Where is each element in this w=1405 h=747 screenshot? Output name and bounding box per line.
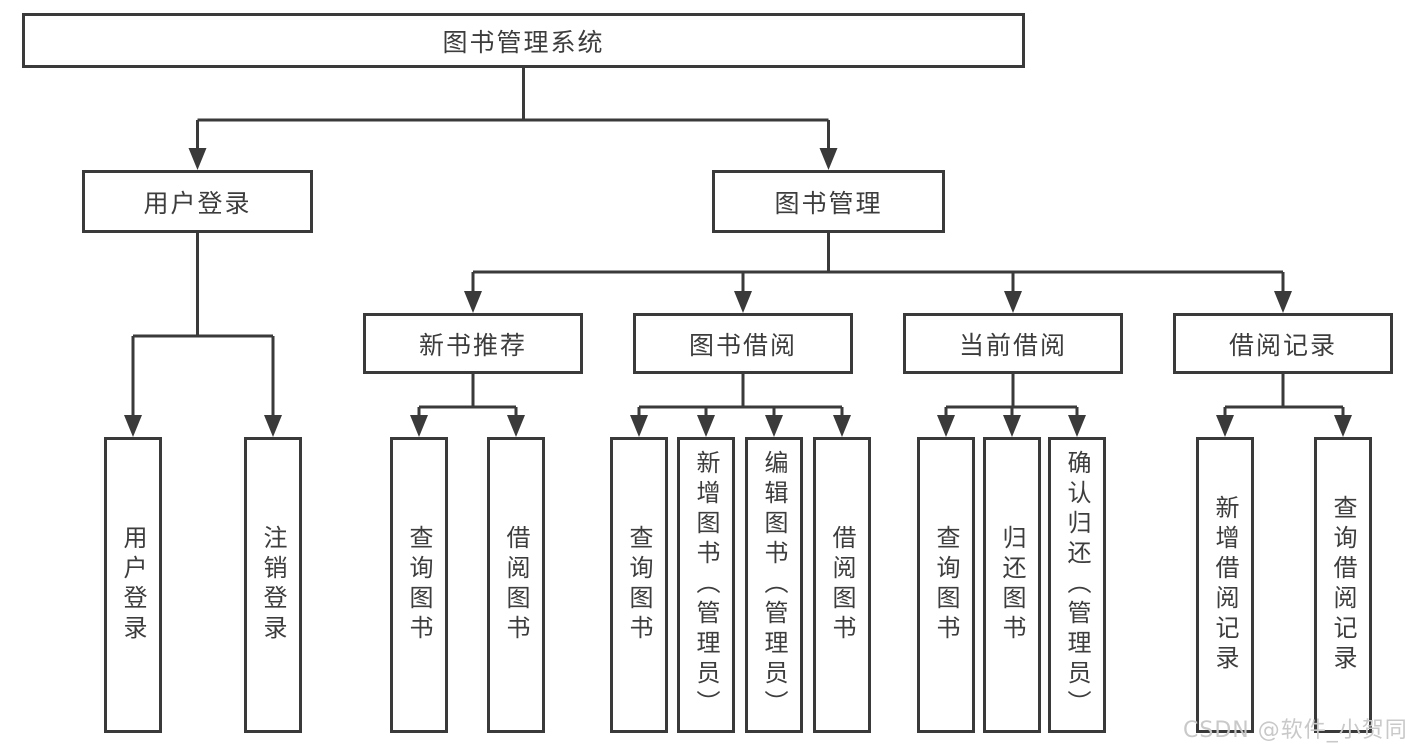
leaf-bb-edit-books-admin: 编辑图书（管理员） [745, 437, 803, 733]
leaf-br-query-record-label: 查询借阅记录 [1329, 495, 1357, 675]
node-current-borrowing: 当前借阅 [903, 313, 1123, 374]
leaf-cb-confirm-return-admin: 确认归还（管理员） [1048, 437, 1106, 733]
leaf-bb-borrow-books-label: 借阅图书 [828, 525, 856, 645]
node-new-book-recommend-label: 新书推荐 [418, 330, 527, 360]
csdn-watermark: CSDN @软件_小贺同学 [1183, 718, 1405, 743]
node-book-management: 图书管理 [712, 170, 945, 233]
node-book-borrowing: 图书借阅 [633, 313, 853, 374]
leaf-cb-return-books-label: 归还图书 [998, 525, 1026, 645]
node-current-borrowing-label: 当前借阅 [958, 330, 1067, 360]
node-user-login: 用户登录 [82, 170, 313, 233]
node-borrowing-records: 借阅记录 [1173, 313, 1393, 374]
node-book-management-label: 图书管理 [774, 188, 883, 218]
leaf-logout: 注销登录 [244, 437, 302, 733]
leaf-cb-confirm-return-admin-label: 确认归还（管理员） [1063, 450, 1091, 720]
leaf-bb-edit-books-admin-label: 编辑图书（管理员） [760, 450, 788, 720]
leaf-user-login-label: 用户登录 [119, 525, 147, 645]
leaf-bb-add-books-admin-label: 新增图书（管理员） [692, 450, 720, 720]
leaf-cb-return-books: 归还图书 [983, 437, 1041, 733]
node-new-book-recommend: 新书推荐 [363, 313, 583, 374]
leaf-bb-add-books-admin: 新增图书（管理员） [677, 437, 735, 733]
leaf-cb-query-books: 查询图书 [917, 437, 975, 733]
leaf-nb-borrow-books-label: 借阅图书 [502, 525, 530, 645]
leaf-bb-query-books: 查询图书 [610, 437, 668, 733]
leaf-nb-borrow-books: 借阅图书 [487, 437, 545, 733]
node-borrowing-records-label: 借阅记录 [1228, 330, 1337, 360]
node-root-label: 图书管理系统 [442, 27, 605, 57]
leaf-user-login: 用户登录 [104, 437, 162, 733]
leaf-br-add-record: 新增借阅记录 [1196, 437, 1254, 733]
leaf-cb-query-books-label: 查询图书 [932, 525, 960, 645]
node-book-borrowing-label: 图书借阅 [688, 330, 797, 360]
leaf-nb-query-books-label: 查询图书 [405, 525, 433, 645]
leaf-nb-query-books: 查询图书 [390, 437, 448, 733]
node-user-login-label: 用户登录 [143, 188, 252, 218]
leaf-bb-borrow-books: 借阅图书 [813, 437, 871, 733]
node-root: 图书管理系统 [22, 13, 1025, 68]
leaf-br-query-record: 查询借阅记录 [1314, 437, 1372, 733]
leaf-bb-query-books-label: 查询图书 [625, 525, 653, 645]
leaf-logout-label: 注销登录 [259, 525, 287, 645]
leaf-br-add-record-label: 新增借阅记录 [1211, 495, 1239, 675]
